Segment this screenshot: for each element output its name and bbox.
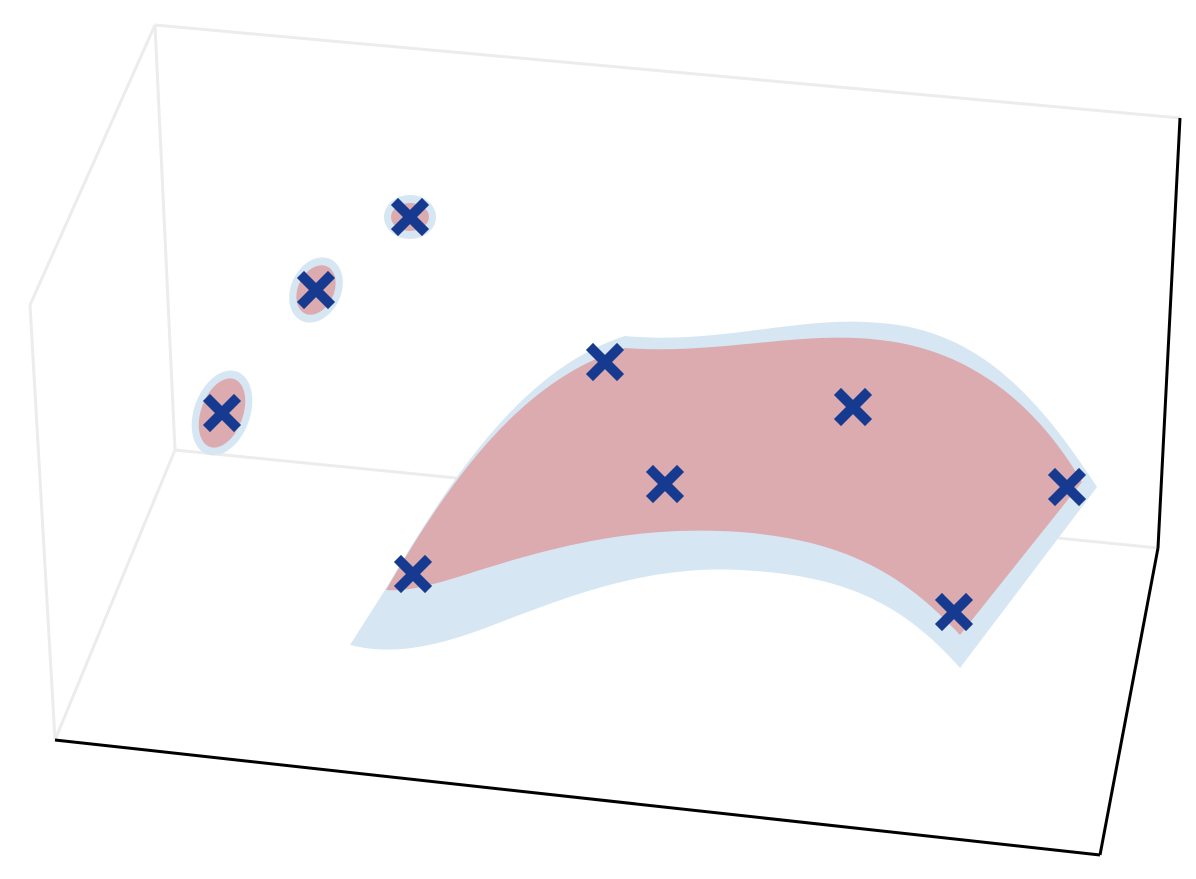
front-axis-line <box>1156 117 1182 549</box>
x-cross-icon <box>833 387 873 427</box>
back-axis-line <box>28 304 57 741</box>
back-axis-line <box>153 24 177 451</box>
front-axes <box>54 117 1182 857</box>
x-cross-icon <box>296 270 336 310</box>
x-cross-icon <box>645 464 685 504</box>
back-axis-line <box>53 449 177 741</box>
front-axis-line <box>54 738 1101 857</box>
back-axis-line <box>154 23 1181 120</box>
x-cross-icon <box>390 197 430 237</box>
back-axis-line <box>28 24 157 306</box>
x-cross-icon <box>393 554 433 594</box>
fitted-surface <box>386 337 1082 635</box>
x-cross-icon <box>202 393 242 433</box>
x-cross-icon <box>934 592 974 632</box>
x-cross-icon <box>585 342 625 382</box>
front-axis-line <box>1098 547 1160 856</box>
x-cross-icon <box>1047 467 1087 507</box>
data-markers <box>202 197 1087 632</box>
